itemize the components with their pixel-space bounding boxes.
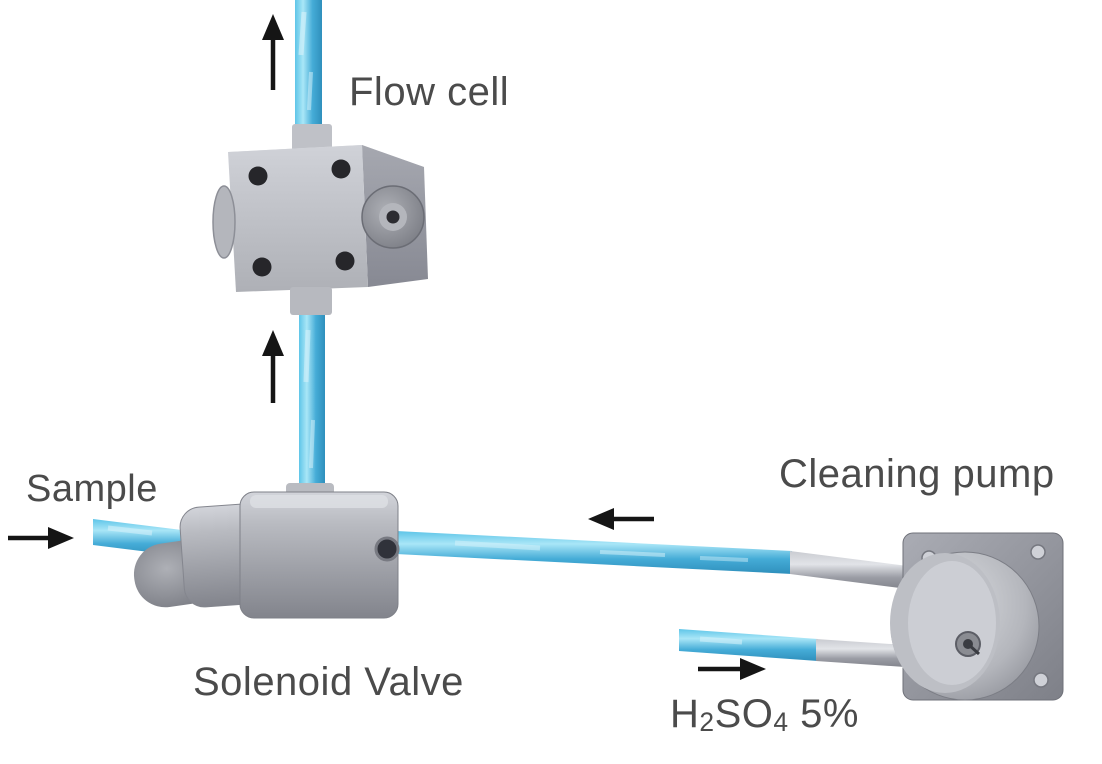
pump-shaft [955, 631, 981, 657]
flow-arrows [8, 14, 766, 680]
pump-face-inner [908, 561, 996, 685]
flow-cell-label: Flow cell [349, 70, 510, 114]
valve-to-flowcell-tube [299, 306, 325, 494]
flow-cell [212, 124, 428, 315]
cleaning-pump [890, 532, 1064, 701]
flow-cell-outlet-tube [295, 0, 322, 130]
h2so4-sub2: 2 [699, 707, 715, 738]
sample-label: Sample [26, 468, 158, 510]
solenoid-valve [133, 483, 400, 619]
flow-cell-top-port [292, 124, 332, 154]
flow-cell-left-fitting [212, 185, 236, 259]
valve-to-flow-cell-arrow-icon [262, 330, 284, 403]
h2so4-label: H2SO4 5% [670, 692, 859, 737]
valve-outlet-port [374, 536, 400, 562]
h2so4-so: SO [714, 692, 774, 736]
flow-cell-screws [248, 159, 355, 277]
flow-cell-knob [361, 185, 425, 249]
pump-to-valve-tube [396, 531, 908, 589]
h2so4-concentration: 5% [788, 692, 859, 736]
flow-cell-outlet-arrow-icon [262, 14, 284, 90]
h2so4-sub4: 4 [773, 707, 789, 738]
cleaning-pump-label: Cleaning pump [779, 452, 1055, 496]
valve-body-highlight [250, 495, 388, 508]
solenoid-valve-label: Solenoid Valve [193, 660, 464, 704]
sample-inlet-arrow-icon [8, 527, 74, 549]
flow-cell-bottom-port [290, 287, 332, 315]
pump-to-valve-arrow-icon [588, 508, 654, 530]
valve-body [239, 491, 399, 619]
h2so4-inlet-arrow-icon [698, 658, 766, 680]
h2so4-tube [679, 629, 905, 667]
h2so4-h: H [670, 692, 700, 736]
